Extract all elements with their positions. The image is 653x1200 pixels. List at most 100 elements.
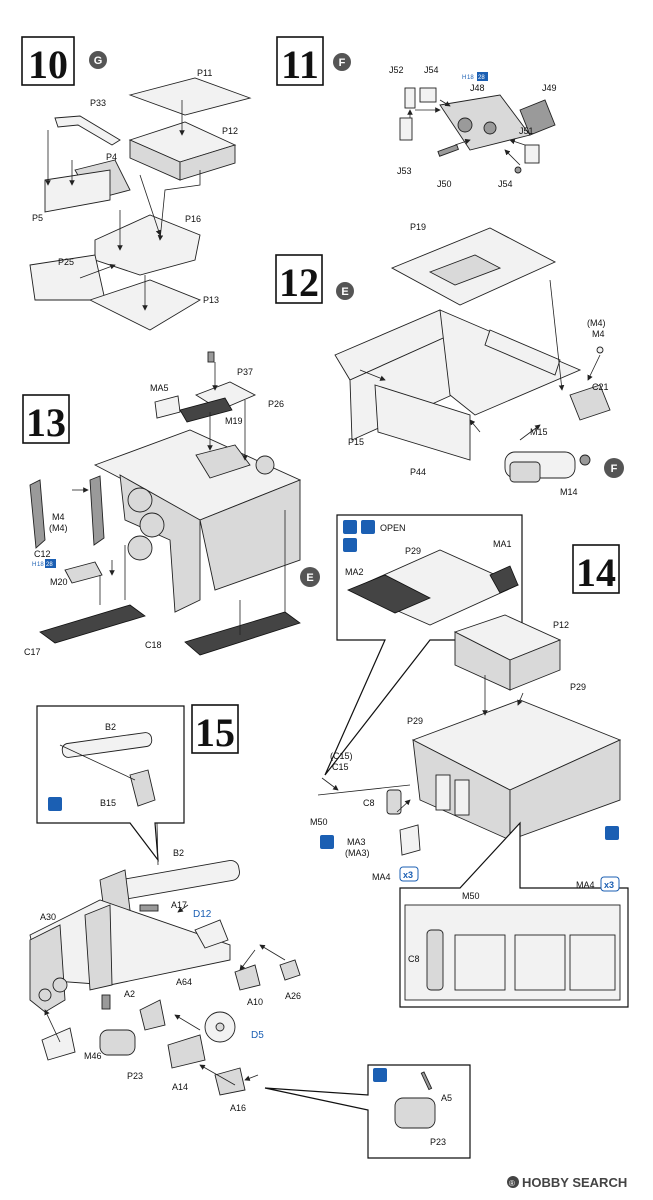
label-j54: J54 (424, 65, 439, 75)
label-m4: M4 (52, 512, 65, 522)
label-d12: D12 (193, 909, 212, 920)
step-13-badge: E (306, 572, 313, 584)
label-ma4: MA4 (372, 872, 391, 882)
part-p16 (94, 214, 201, 276)
svg-text:28: 28 (478, 75, 485, 81)
label-m19: M19 (225, 416, 243, 426)
subassembly-badge-icon (300, 567, 320, 587)
step-10-number: 10 (28, 42, 68, 87)
step-12-badge-f: F (611, 463, 618, 475)
label-j51: J51 (519, 126, 534, 136)
label-c12: C12 (34, 549, 51, 559)
part-c8-detail (426, 929, 444, 991)
label-a30: A30 (40, 912, 56, 922)
label-p37: P37 (237, 367, 253, 377)
label-m14: M14 (560, 487, 578, 497)
label-p13: P13 (203, 295, 219, 305)
label-m4-paren: (M4) (49, 523, 68, 533)
label-d5: D5 (251, 1030, 264, 1041)
label-ma4-detail: MA4 (576, 880, 595, 890)
label-a10: A10 (247, 997, 263, 1007)
label-a5: A5 (441, 1093, 452, 1103)
label-m46: M46 (84, 1051, 102, 1061)
label-m50: M50 (310, 817, 328, 827)
label-a2: A2 (124, 989, 135, 999)
label-c8-detail: C8 (408, 954, 420, 964)
hull-reference-marker: H 18 28 (462, 72, 488, 81)
repeat-x3-icon: x3 (600, 876, 620, 892)
part-p33 (54, 115, 121, 146)
repeat-x3-icon: x3 (399, 866, 419, 882)
svg-text:®: ® (509, 1179, 515, 1188)
label-j49: J49 (542, 83, 557, 93)
part-m19 (179, 397, 233, 423)
label-p33: P33 (90, 98, 106, 108)
step-14: 14 OPEN P29 MA1 MA2 P12 P29 P29 (C15) C (310, 514, 629, 1008)
part-b15 (129, 769, 156, 807)
label-c18: C18 (145, 640, 162, 650)
label-m15: M15 (530, 427, 548, 437)
step-14-box (572, 544, 620, 594)
label-b2-main: B2 (173, 848, 184, 858)
label-open: OPEN (380, 523, 406, 533)
part-j50 (437, 144, 459, 157)
label-p4: P4 (106, 152, 117, 162)
label-b15: B15 (100, 798, 116, 808)
part-j54 (419, 87, 437, 103)
step-15-box (191, 704, 239, 754)
step-11: 11 F H 18 28 J52 J54 J48 (276, 36, 557, 189)
label-p12: P12 (222, 126, 238, 136)
part-a14 (167, 1034, 206, 1069)
label-b2: B2 (105, 722, 116, 732)
step-13: 13 E H 18 28 (22, 351, 320, 657)
label-m4: M4 (592, 329, 605, 339)
label-m4-paren: (M4) (587, 318, 606, 328)
part-c21 (569, 384, 611, 421)
step-11-box (276, 36, 324, 86)
part-m46 (41, 1027, 76, 1061)
label-a14: A14 (172, 1082, 188, 1092)
part-p44 (374, 384, 471, 461)
step-12-box (275, 254, 323, 304)
part-c12 (29, 479, 46, 549)
subassembly-badge-icon (604, 458, 624, 478)
label-c21: C21 (592, 382, 609, 392)
label-c17: C17 (24, 647, 41, 657)
label-p26: P26 (268, 399, 284, 409)
watermark-text: HOBBY SEARCH (522, 1175, 627, 1190)
part-a16 (214, 1067, 246, 1096)
detail-callout-p23 (264, 1064, 471, 1159)
label-p5: P5 (32, 213, 43, 223)
label-a17: A17 (171, 900, 187, 910)
part-a10 (234, 964, 261, 991)
paint-icon (343, 520, 375, 552)
paint-icon (320, 835, 334, 849)
part-j54b (514, 166, 522, 174)
step-10: 10 G P11 P33 P12 P4 P5 P16 P25 (21, 36, 252, 331)
subassembly-badge-icon (89, 51, 107, 69)
part-c18 (184, 611, 301, 656)
part-a64 (139, 999, 166, 1031)
part-p5 (44, 169, 111, 213)
label-a26: A26 (285, 991, 301, 1001)
label-p11: P11 (197, 68, 212, 78)
label-c8: C8 (363, 798, 375, 808)
label-c15-paren: (C15) (330, 751, 353, 761)
label-p12: P12 (553, 620, 569, 630)
label-m20: M20 (50, 577, 68, 587)
part-p23 (99, 1029, 136, 1056)
label-c15: C15 (332, 762, 349, 772)
hull-reference-marker: H 18 28 (32, 559, 56, 568)
part-p23-detail (394, 1097, 436, 1129)
paint-icon (48, 797, 62, 811)
label-ma1: MA1 (493, 539, 512, 549)
part-j53 (399, 117, 413, 141)
step-11-number: 11 (281, 42, 319, 87)
svg-text:18: 18 (467, 75, 474, 81)
label-p29: P29 (405, 546, 421, 556)
part-c17 (39, 604, 146, 644)
part-a5 (420, 1071, 433, 1091)
step-11-badge: F (339, 57, 346, 69)
step-12-number: 12 (279, 260, 319, 305)
